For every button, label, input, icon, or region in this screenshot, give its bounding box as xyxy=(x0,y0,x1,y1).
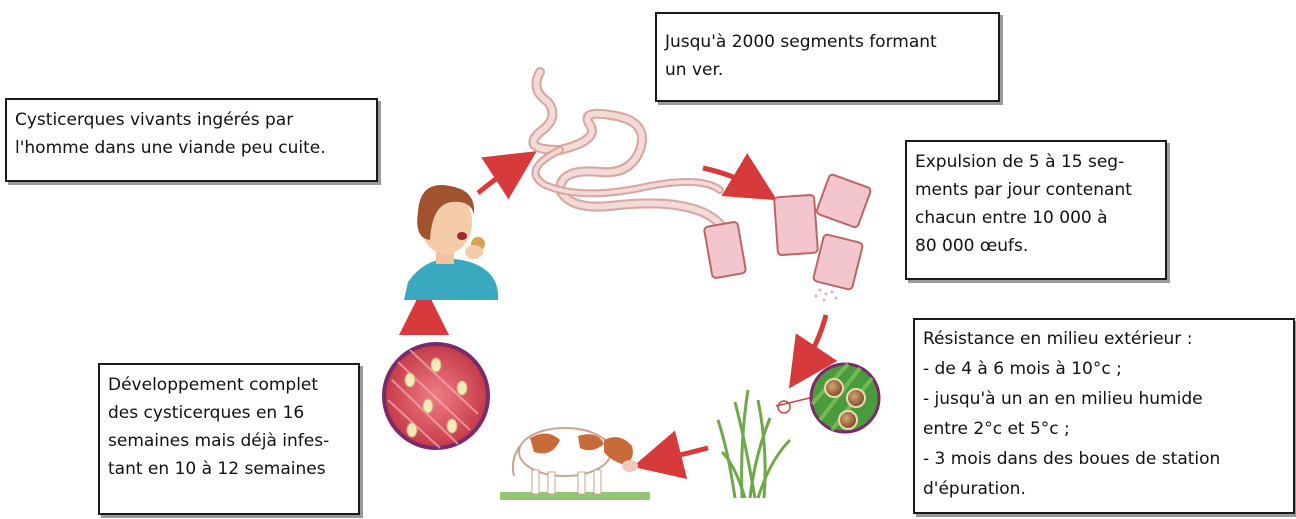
ingestion-line-1: Cysticerques vivants ingérés par xyxy=(15,106,368,134)
development-line-1: Développement complet xyxy=(108,371,350,399)
resistance-line-6: d'épuration. xyxy=(923,474,1285,504)
resistance-line-3: - jusqu'à un an en milieu humide xyxy=(923,384,1285,414)
arrow-segments-to-grass xyxy=(800,315,826,372)
text-box-expulsion: Expulsion de 5 à 15 seg- ments par jour … xyxy=(905,140,1167,280)
development-line-2: des cysticerques en 16 xyxy=(108,399,350,427)
expulsion-line-3: chacun entre 10 000 à xyxy=(915,204,1157,232)
expulsion-line-4: 80 000 œufs. xyxy=(915,232,1157,260)
grass-illustration xyxy=(718,390,790,498)
development-line-4: tant en 10 à 12 semaines xyxy=(108,455,350,483)
development-line-3: semaines mais déjà infes- xyxy=(108,427,350,455)
arrow-grass-to-cow xyxy=(652,448,708,462)
resistance-line-2: - de 4 à 6 mois à 10°c ; xyxy=(923,354,1285,384)
expulsion-line-1: Expulsion de 5 à 15 seg- xyxy=(915,148,1157,176)
ingestion-line-2: l'homme dans une viande peu cuite. xyxy=(15,134,368,162)
eggs-zoom-circle xyxy=(811,364,879,432)
expelled-segments xyxy=(704,174,872,302)
text-box-ingestion: Cysticerques vivants ingérés par l'homme… xyxy=(5,98,378,182)
resistance-line-1: Résistance en milieu extérieur : xyxy=(923,324,1285,354)
muscle-cysticerci-circle xyxy=(384,344,488,448)
cow-illustration xyxy=(500,428,650,500)
text-box-segments: Jusqu'à 2000 segments formant un ver. xyxy=(655,12,1000,102)
segments-line-2: un ver. xyxy=(665,56,990,84)
tapeworm-illustration xyxy=(533,72,731,272)
human-illustration xyxy=(404,185,498,300)
resistance-line-4: entre 2°c et 5°c ; xyxy=(923,414,1285,444)
text-box-resistance: Résistance en milieu extérieur : - de 4 … xyxy=(913,318,1295,514)
arrow-human-to-worm xyxy=(478,162,520,193)
text-box-development: Développement complet des cysticerques e… xyxy=(98,363,360,515)
zoom-origin-circle xyxy=(778,401,790,413)
resistance-line-5: - 3 mois dans des boues de station xyxy=(923,444,1285,474)
expulsion-line-2: ments par jour contenant xyxy=(915,176,1157,204)
segments-line-1: Jusqu'à 2000 segments formant xyxy=(665,28,990,56)
